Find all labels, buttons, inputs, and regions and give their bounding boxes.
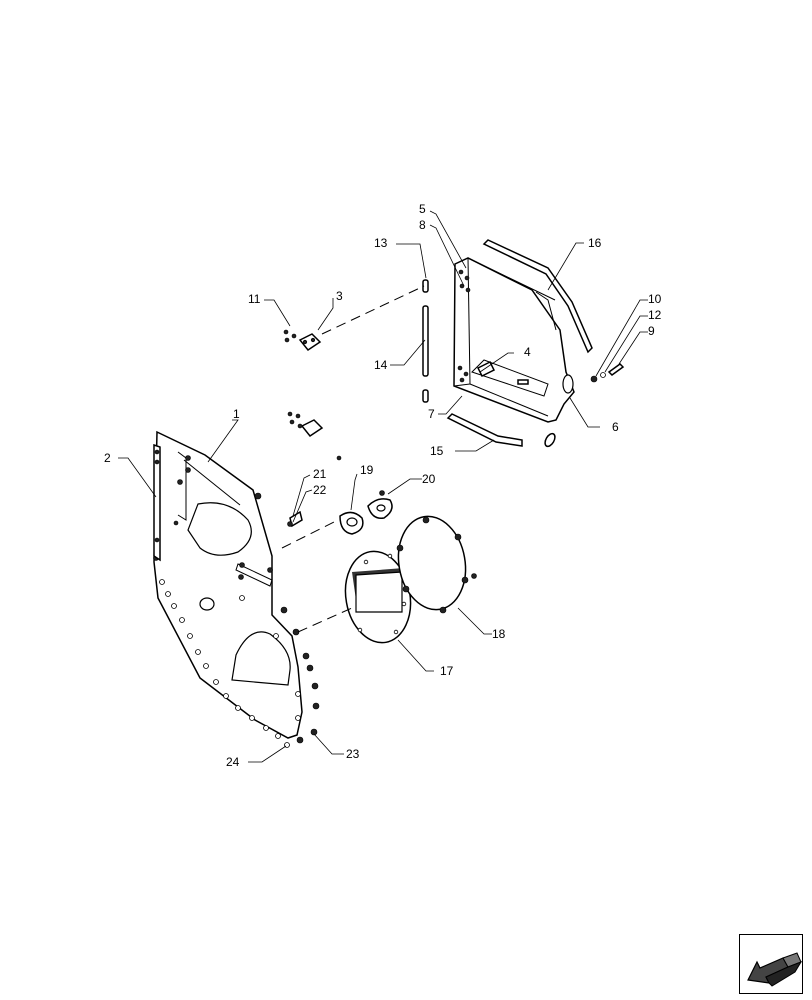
part-1-side-panel [153, 430, 303, 739]
callout-labels: 1 2 3 11 5 8 13 14 4 7 15 16 10 12 9 6 1… [104, 202, 662, 769]
bushing [544, 432, 556, 448]
part-13-pin [422, 279, 429, 293]
leader-lines [118, 210, 648, 763]
part-14-rod [422, 305, 429, 377]
small-nut [336, 455, 342, 461]
callout-22: 22 [313, 483, 327, 497]
part-21-22-bolt [287, 510, 303, 528]
part-23-nuts [280, 606, 320, 744]
callout-7: 7 [428, 407, 435, 421]
callout-15: 15 [430, 444, 444, 458]
callout-10: 10 [648, 292, 662, 306]
callout-13: 13 [374, 236, 388, 250]
bracket-set-lower [287, 411, 324, 438]
part-11-screws [283, 329, 297, 343]
part-6-cover-housing [453, 257, 575, 423]
callout-21: 21 [313, 467, 327, 481]
callout-1: 1 [233, 407, 240, 421]
part-17-gasket [344, 550, 412, 644]
next-page-arrow-icon [739, 934, 803, 994]
callout-4: 4 [524, 345, 531, 359]
callout-9: 9 [648, 324, 655, 338]
callout-2: 2 [104, 451, 111, 465]
callout-8: 8 [419, 218, 426, 232]
callout-16: 16 [588, 236, 602, 250]
callout-20: 20 [422, 472, 436, 486]
part-20-plate [367, 490, 393, 519]
part-18-round-cover [396, 515, 477, 614]
part-10-washer [590, 375, 598, 383]
callout-11: 11 [248, 292, 261, 306]
part-12-spacer [600, 372, 606, 378]
callout-6: 6 [612, 420, 619, 434]
callout-18: 18 [492, 627, 506, 641]
assembly-dashed-lines [281, 285, 425, 633]
callout-14: 14 [374, 358, 388, 372]
callout-12: 12 [648, 308, 662, 322]
callout-23: 23 [346, 747, 360, 761]
callout-5: 5 [419, 202, 426, 216]
part-3-bracket [298, 333, 322, 352]
part-19-flange [339, 511, 364, 535]
next-page-arrow-button[interactable] [739, 934, 803, 994]
part-2-side-strip [153, 443, 161, 562]
part-16-seal-strip [482, 239, 593, 354]
part-7-pin [422, 389, 429, 403]
part-24-edge-bolts [159, 579, 301, 748]
callout-19: 19 [360, 463, 374, 477]
part-9-bolt [607, 363, 625, 376]
part-15-lower-strip [446, 413, 523, 447]
callout-3: 3 [336, 289, 343, 303]
callout-17: 17 [440, 664, 454, 678]
callout-24: 24 [226, 755, 240, 769]
